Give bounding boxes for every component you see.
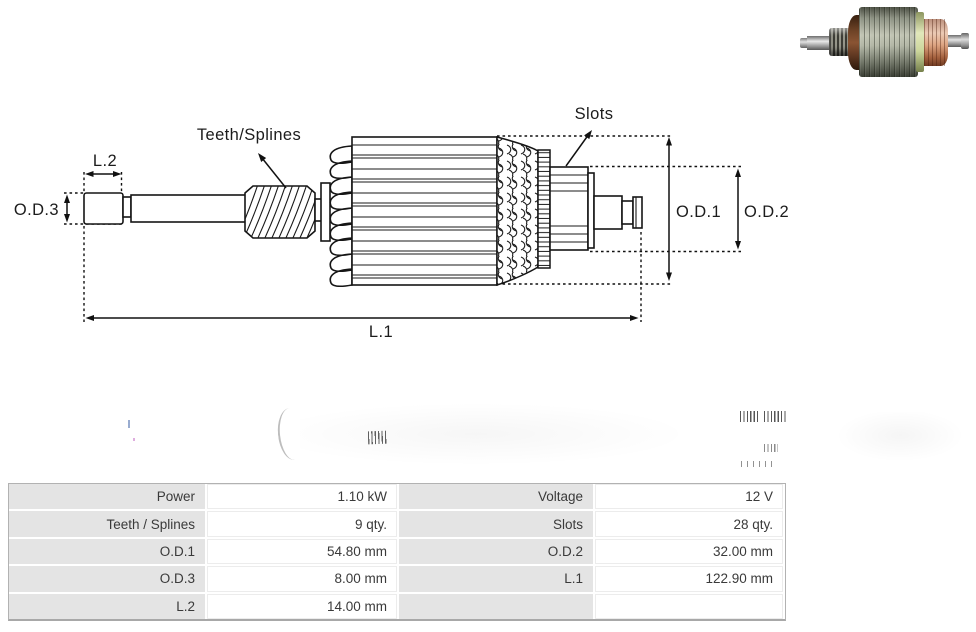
artifact-speck (133, 438, 135, 441)
spec-table: Power 1.10 kW Voltage 12 V Teeth / Splin… (8, 483, 786, 621)
commutator (549, 166, 595, 251)
core (351, 136, 498, 286)
dimension-od2 (735, 168, 741, 250)
spec-value-cell: 54.80 mm (207, 538, 397, 565)
shaft-neck (621, 200, 634, 225)
photo-commutator-segments (924, 19, 946, 66)
watermark-text-fragment (740, 411, 760, 422)
winding-end-right (496, 136, 539, 287)
spec-value-cell: 1.10 kW (207, 484, 397, 510)
flange (320, 182, 331, 242)
spec-value-cell: 14.00 mm (207, 593, 397, 619)
artifact-speck (128, 420, 130, 428)
watermark-text-fragment (764, 411, 787, 422)
photo-core (859, 7, 918, 77)
spec-label-cell: L.1 (399, 566, 593, 592)
spec-label-cell: Slots (399, 511, 593, 537)
spec-value-cell: 122.90 mm (595, 566, 783, 592)
spec-value-cell: 8.00 mm (207, 566, 397, 592)
watermark-text-fragment (367, 430, 389, 445)
spec-label-cell: Power (9, 484, 205, 510)
label-od2: O.D.2 (744, 203, 789, 221)
spec-value-cell: 32.00 mm (595, 538, 783, 565)
shaft-right (593, 195, 623, 230)
label-teeth-splines: Teeth/Splines (197, 126, 301, 144)
armature-drawing (83, 136, 643, 288)
label-slots: Slots (575, 105, 614, 123)
spec-value-cell: 12 V (595, 484, 783, 510)
spec-value-cell: 28 qty. (595, 511, 783, 537)
watermark-smudge (830, 412, 970, 464)
spec-label-cell: O.D.1 (9, 538, 205, 565)
riser-ring (537, 149, 551, 269)
spec-value-cell (595, 593, 783, 619)
leader-teeth-splines (258, 153, 287, 189)
label-od1: O.D.1 (676, 203, 721, 221)
shaft-step (122, 196, 132, 218)
spline-gear (244, 185, 316, 239)
label-l2: L.2 (93, 152, 117, 170)
label-od3: O.D.3 (14, 201, 59, 219)
spec-label-cell: O.D.3 (9, 566, 205, 592)
dimension-l1 (85, 315, 639, 321)
shaft-long (130, 194, 247, 223)
photo-insulation-ring (916, 12, 924, 72)
commutator-cap (587, 172, 595, 249)
photo-shaft-collar (961, 33, 969, 49)
product-photo (798, 3, 972, 81)
dimension-od3 (64, 194, 70, 223)
spec-label-cell (399, 593, 593, 619)
watermark-text-fragment (764, 444, 778, 452)
spec-label-cell: O.D.2 (399, 538, 593, 565)
watermark-text-fragment (741, 461, 774, 467)
spec-label-cell: Voltage (399, 484, 593, 510)
photo-spline-gear (829, 28, 852, 56)
photo-shaft-tip-left (800, 38, 808, 48)
dimension-l2 (85, 171, 122, 177)
leader-slots (565, 130, 592, 167)
photo-shaft-left (807, 36, 831, 50)
winding-end-left (329, 145, 353, 288)
spec-label-cell: L.2 (9, 593, 205, 619)
label-l1: L.1 (369, 323, 393, 341)
photo-shaft-right (948, 35, 962, 47)
armature-technical-diagram: Teeth/Splines Slots L.2 O.D.3 O.D.1 O.D.… (14, 105, 789, 341)
photo-commutator (924, 19, 948, 66)
shaft-collar (632, 196, 643, 229)
spec-value-cell: 9 qty. (207, 511, 397, 537)
shaft-end-left (83, 192, 124, 225)
photo-core-laminations (859, 7, 918, 77)
dimension-od1 (666, 137, 672, 281)
spec-label-cell: Teeth / Splines (9, 511, 205, 537)
watermark-smudge (300, 398, 720, 470)
